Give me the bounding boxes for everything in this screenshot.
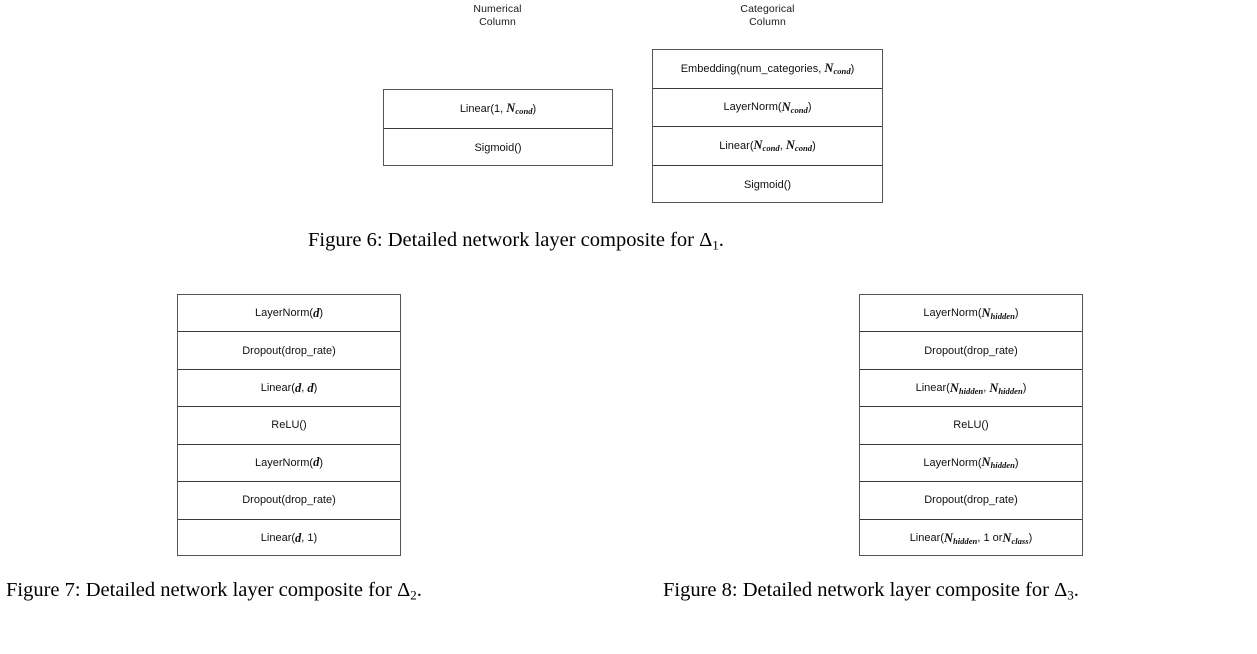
layer-label: LayerNorm( (723, 101, 782, 114)
numerical-column-heading: Numerical Column (473, 3, 522, 28)
figure7-caption: Figure 7: Detailed network layer composi… (6, 577, 606, 604)
layer-label: Linear( (719, 139, 754, 152)
layer-label: ReLU() (953, 419, 989, 432)
delta-subscript: 1 (712, 237, 719, 253)
layer-row[interactable]: Linear(Nhidden, Nhidden) (860, 370, 1082, 408)
layer-label: Linear( (260, 382, 295, 395)
math-var: Nhidden (949, 380, 984, 396)
layer-label: ReLU() (271, 419, 307, 432)
delta-symbol: Δ3 (1054, 579, 1074, 603)
layer-row[interactable]: LayerNorm(Nhidden) (860, 295, 1082, 333)
layer-label-tail: ) (812, 139, 816, 152)
layer-row[interactable]: Linear(1, Ncond) (384, 90, 612, 129)
layer-label-tail: ) (1014, 456, 1019, 469)
numerical-column-layer-stack: Linear(1, Ncond) Sigmoid() (383, 89, 613, 166)
math-var: Nhidden (943, 530, 978, 546)
layer-row[interactable]: Dropout(drop_rate) (178, 482, 400, 520)
figure7-caption-text: Figure 7: Detailed network layer composi… (6, 579, 398, 601)
math-var: d (294, 380, 302, 395)
layer-label-tail: ) (1022, 382, 1027, 395)
layer-label-tail: ) (532, 102, 537, 115)
layer-label-tail: ) (1014, 307, 1019, 320)
layer-label: Embedding(num_categories, (680, 62, 825, 75)
layer-label: Sigmoid() (474, 141, 522, 154)
figure8-caption: Figure 8: Detailed network layer composi… (663, 577, 1257, 604)
math-var: Ncond (785, 138, 813, 154)
figure6-caption-text: Figure 6: Detailed network layer composi… (308, 229, 700, 251)
layer-label-mid: , (983, 382, 990, 395)
math-var: Ncond (506, 101, 533, 117)
layer-label: LayerNorm( (923, 307, 982, 320)
layer-label-mid: , (301, 382, 308, 395)
math-var: d (313, 305, 320, 320)
math-var: d (313, 455, 320, 470)
math-var: Nclass (1002, 530, 1029, 546)
layer-row[interactable]: Dropout(drop_rate) (860, 482, 1082, 520)
categorical-column-layer-stack: Embedding(num_categories, Ncond) LayerNo… (652, 49, 883, 203)
math-var: Ncond (753, 138, 780, 154)
layer-row[interactable]: LayerNorm(d) (178, 445, 400, 483)
figure6-caption: Figure 6: Detailed network layer composi… (308, 227, 968, 254)
math-var: d (307, 380, 314, 395)
layer-row[interactable]: Dropout(drop_rate) (178, 332, 400, 370)
layer-label: Dropout(drop_rate) (242, 494, 336, 507)
layer-row[interactable]: Linear(Ncond, Ncond) (653, 127, 882, 166)
layer-row[interactable]: Dropout(drop_rate) (860, 332, 1082, 370)
layer-label: Dropout(drop_rate) (924, 494, 1018, 507)
layer-label-mid: , (779, 139, 786, 152)
figure8-layer-stack: LayerNorm(Nhidden) Dropout(drop_rate) Li… (859, 294, 1083, 556)
layer-label: Dropout(drop_rate) (924, 344, 1018, 357)
layer-row[interactable]: Embedding(num_categories, Ncond) (653, 50, 882, 89)
layer-label: Linear(1, (459, 102, 507, 115)
layer-label-tail: ) (319, 456, 323, 469)
figure8-caption-suffix: . (1073, 579, 1079, 601)
math-var: Nhidden (981, 455, 1015, 471)
math-var: Ncond (781, 99, 808, 115)
layer-row[interactable]: Linear(d, 1) (178, 520, 400, 557)
layer-row[interactable]: LayerNorm(Nhidden) (860, 445, 1082, 483)
layer-label: LayerNorm( (255, 307, 314, 320)
layer-row[interactable]: Linear(d, d) (178, 370, 400, 408)
layer-label: Dropout(drop_rate) (242, 344, 336, 357)
layer-label-tail: ) (850, 62, 855, 75)
layer-label-tail: ) (319, 307, 323, 320)
layer-label-mid: , 1 or (977, 532, 1003, 545)
math-var: Ncond (824, 61, 851, 77)
layer-label: LayerNorm( (255, 456, 314, 469)
layer-row[interactable]: Sigmoid() (384, 129, 612, 168)
math-var: Nhidden (989, 380, 1023, 396)
delta-symbol: Δ2 (397, 579, 417, 603)
figure7-layer-stack: LayerNorm(d) Dropout(drop_rate) Linear(d… (177, 294, 401, 556)
layer-label: Linear( (915, 382, 950, 395)
layer-row[interactable]: ReLU() (860, 407, 1082, 445)
layer-label: Sigmoid() (743, 178, 792, 191)
figure7-caption-suffix: . (416, 579, 422, 601)
figure6-caption-suffix: . (718, 229, 724, 251)
figure8-caption-text: Figure 8: Detailed network layer composi… (663, 579, 1055, 601)
layer-label-tail: , 1) (301, 532, 318, 545)
layer-label: LayerNorm( (923, 456, 982, 469)
layer-label: Linear( (260, 532, 296, 545)
categorical-column-heading: Categorical Column (740, 3, 795, 28)
delta-subscript: 2 (410, 587, 417, 603)
layer-row[interactable]: LayerNorm(d) (178, 295, 400, 333)
layer-row[interactable]: LayerNorm(Ncond) (653, 89, 882, 127)
math-var: Nhidden (981, 305, 1015, 321)
layer-label-tail: ) (313, 382, 318, 395)
layer-label: Linear( (909, 532, 944, 545)
math-var: d (295, 530, 302, 545)
layer-row[interactable]: Sigmoid() (653, 166, 882, 205)
delta-subscript: 3 (1067, 587, 1074, 603)
layer-label-tail: ) (1028, 532, 1033, 545)
layer-row[interactable]: ReLU() (178, 407, 400, 445)
layer-label-tail: ) (807, 101, 812, 114)
delta-symbol: Δ1 (699, 229, 719, 253)
